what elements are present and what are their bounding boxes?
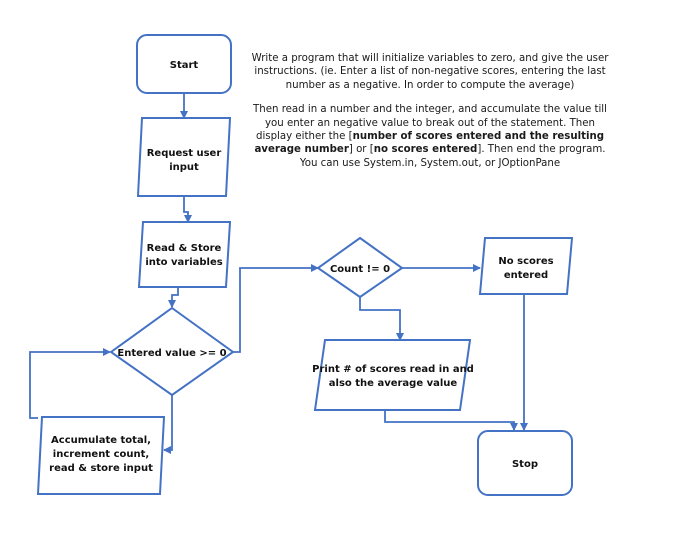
description-paragraph-1: Write a program that will initialize var… [251,53,609,91]
stop-label: Stop [512,459,538,470]
entered-value-decision: Entered value >= 0 [109,306,235,397]
description-p2-bold-2: no scores entered [373,144,478,156]
connector-read-to-decision [168,287,179,308]
request-label-line1: Request user [147,148,222,159]
request-input-node: Request user input [136,117,232,197]
entered-value-label: Entered value >= 0 [117,348,226,359]
connector-print-to-stop [384,410,518,431]
description-p2-text-1: Then read in a number and the integer, a… [253,104,607,143]
request-label-line2: input [169,162,199,173]
description-p2-bold-1: number of scores entered and the resulti… [254,131,605,156]
connector-count-to-print [359,297,404,341]
read-store-label-line2: into variables [145,257,222,268]
accumulate-node: Accumulate total, increment count, read … [36,416,166,495]
no-scores-label-line1: No scores [498,256,553,267]
start-node: Start [136,34,232,94]
accumulate-label-line3: read & store input [49,463,153,474]
connector-request-to-read [183,196,192,223]
stop-node: Stop [477,430,573,496]
count-label: Count != 0 [330,264,390,275]
print-scores-label-line2: also the average value [329,378,458,389]
print-scores-label-line1: Print # of scores read in and [312,364,474,375]
print-scores-node: Print # of scores read in and also the a… [312,339,474,411]
connector-decision-to-accumulate [163,395,173,454]
read-store-node: Read & Store into variables [137,221,232,288]
accumulate-label-line1: Accumulate total, [51,435,151,446]
count-decision: Count != 0 [316,236,404,299]
start-label: Start [170,60,199,71]
description-paragraph-3: You can use System.in, System.out, or JO… [299,157,561,169]
connector-decision-to-count [233,264,319,353]
connector-accumulate-loop [29,348,111,419]
description-paragraph-2: Then read in a number and the integer, a… [250,103,610,170]
description-p2-text-2: ] or [ [348,144,374,156]
accumulate-label-line2: increment count, [53,449,149,460]
no-scores-label-line2: entered [504,270,548,281]
problem-description: Write a program that will initialize var… [250,52,610,181]
no-scores-node: No scores entered [478,237,574,295]
description-p2-text-3: ]. Then end the program. [477,144,606,156]
read-store-label-line1: Read & Store [147,243,222,254]
